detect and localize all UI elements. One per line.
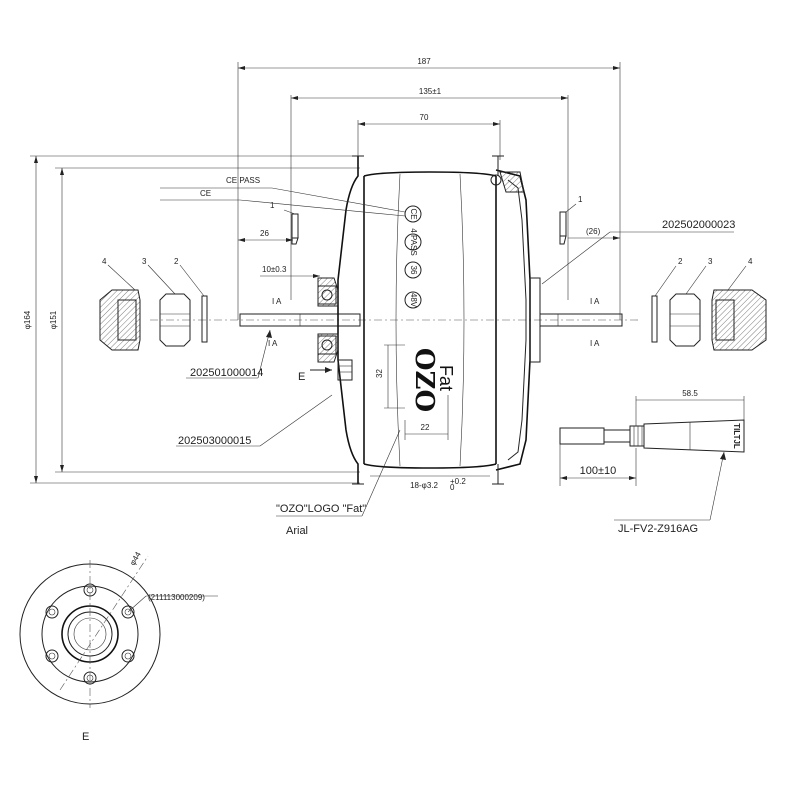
axle-callout: 202501000014: [186, 329, 272, 379]
disc-view-mark-e: E: [82, 731, 89, 743]
axle-mark-left-bot: I A: [268, 339, 278, 348]
left-label-1: 1: [270, 201, 275, 210]
dim-spoke-holes: 18-φ3.2: [410, 481, 438, 490]
axle: I A I A I A I A: [239, 297, 623, 348]
logo-ozo: OZO: [409, 348, 439, 412]
ce-callouts: CE PASS CE: [160, 176, 406, 217]
dim-dropout-width: 135±1: [419, 87, 442, 96]
right-label-3: 3: [708, 257, 713, 266]
shell-callout: 202503000015: [176, 394, 333, 447]
right-nut-3: 3: [669, 257, 713, 347]
disc-mount-view: φ44 (211113000209) E: [19, 550, 218, 743]
callout-cover-part: 202502000023: [662, 219, 735, 231]
shell-badges: CE 4 PASS 36 48V: [404, 205, 422, 309]
badge-48v: 48V: [409, 293, 418, 308]
dim-left-offset: 26: [260, 229, 269, 238]
diameter-dimensions: φ164 φ151: [23, 155, 360, 484]
left-cap-nut-4: 4: [99, 257, 141, 351]
callout-font-note: Arial: [286, 525, 308, 537]
right-washer-1: 1 (26): [559, 195, 620, 245]
dim-rim-diameter: φ151: [49, 310, 58, 329]
dim-cable-length: 100±10: [580, 465, 617, 477]
badge-ce: CE: [409, 208, 418, 219]
dim-outer-diameter: φ164: [23, 310, 32, 329]
callout-shell-part: 202503000015: [178, 435, 251, 447]
callout-ce: CE: [200, 189, 211, 198]
left-label-3: 3: [142, 257, 147, 266]
dim-bearing-offset: 10±0.3: [262, 265, 287, 274]
badge-36: 36: [409, 266, 418, 275]
left-nut-3: 3: [142, 257, 191, 347]
callout-connector-part: JL-FV2-Z916AG: [618, 523, 698, 535]
callout-disc-part: (211113000209): [148, 593, 205, 602]
axle-mark-left-top: I A: [272, 297, 282, 306]
right-lock-washer-2: 2: [651, 257, 683, 343]
callout-ce-pass: CE PASS: [226, 176, 260, 185]
dim-logo-height: 32: [375, 369, 384, 378]
dim-flange-span: 70: [420, 113, 429, 122]
dim-connector-length: 58.5: [682, 389, 698, 398]
top-dimensions: 187 135±1 70: [237, 57, 621, 320]
dim-right-offset: (26): [586, 227, 601, 236]
dim-overall-width: 187: [417, 57, 431, 66]
section-mark-e: E: [298, 371, 305, 383]
right-label-4: 4: [748, 257, 753, 266]
callout-axle-part: 202501000014: [190, 367, 263, 379]
badge-pass: 4 PASS: [409, 228, 418, 255]
right-cap-nut-4: 4: [711, 257, 767, 351]
connector-label: TILTJL: [732, 423, 741, 449]
logo-callout: "OZO"LOGO "Fat" Arial: [276, 429, 401, 537]
axle-mark-right-bot: I A: [590, 339, 600, 348]
cover-callout: 202502000023: [541, 219, 735, 285]
dim-logo-width: 22: [421, 423, 430, 432]
left-bearing: 10±0.3: [260, 265, 353, 381]
left-label-4: 4: [102, 257, 107, 266]
cable-connector: TILTJL 58.5 100±10 JL-FV2-Z916AG: [559, 389, 745, 535]
right-label-1: 1: [578, 195, 583, 204]
section-e-mark: E: [298, 367, 332, 383]
callout-logo-note: "OZO"LOGO "Fat": [276, 503, 366, 515]
dim-spoke-tol2: 0: [450, 483, 455, 492]
left-washer-1: 1 26: [238, 201, 299, 245]
axle-mark-right-top: I A: [590, 297, 600, 306]
dim-spoke-tol: +0.2: [450, 477, 466, 486]
logo-fat: Fat: [436, 365, 456, 391]
left-lock-washer-2: 2: [174, 257, 208, 343]
spoke-hole-note: 18-φ3.2 +0.2 0: [370, 475, 490, 492]
left-label-2: 2: [174, 257, 179, 266]
logo-area: OZO Fat 32 22: [375, 344, 456, 440]
hub-shell: [337, 155, 541, 485]
right-label-2: 2: [678, 257, 683, 266]
dim-pcd: φ44: [128, 550, 143, 567]
